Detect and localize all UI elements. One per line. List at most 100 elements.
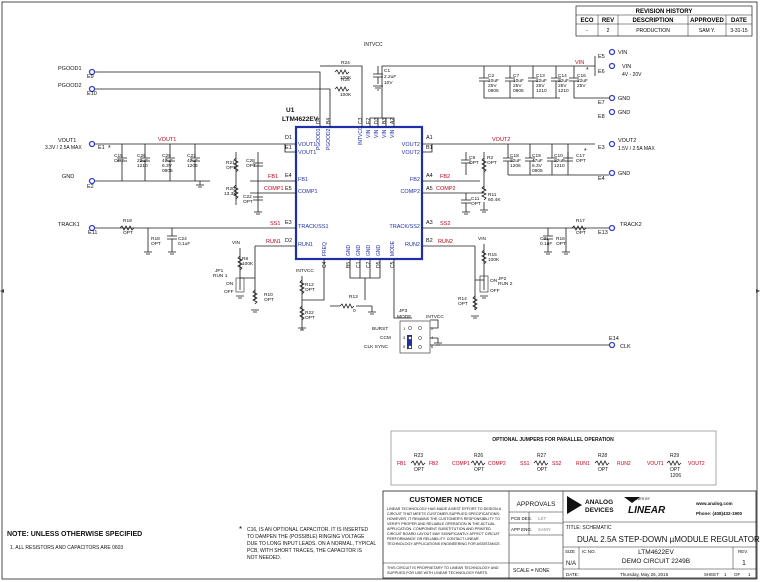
notes-line1: 1. ALL RESISTORS AND CAPACITORS ARE 0603	[10, 545, 123, 551]
power-by-label: POWER BY	[631, 497, 651, 501]
e10-ref: E10	[87, 91, 97, 97]
c17-star-icon: *	[584, 148, 587, 155]
e14-label: CLK	[620, 344, 631, 350]
r13-val: 0	[353, 308, 356, 314]
wires	[95, 56, 610, 247]
terminal-e5-icon[interactable]	[608, 48, 616, 56]
r24-ref: R24	[341, 60, 350, 66]
r12-val: OPT	[305, 287, 315, 293]
pin-num-c4: C4	[322, 261, 328, 268]
r18-val: OPT	[151, 241, 161, 247]
jp3-pin-1: 1	[403, 326, 406, 331]
intvcc-mode-label: INTVCC	[426, 314, 444, 320]
net-vin: VIN	[575, 60, 584, 66]
date-label: DATE:	[566, 572, 579, 577]
app-eng-value: SAMY	[538, 527, 551, 532]
c22-ref: C22	[243, 194, 252, 200]
terminal-e1-icon[interactable]	[88, 140, 96, 148]
terminal-e11-icon[interactable]	[88, 224, 96, 232]
net-comp1: COMP1	[264, 186, 284, 192]
e4-label: GND	[618, 171, 630, 177]
pin-vout1-b: VOUT1	[298, 150, 316, 156]
notice-line-2: CIRCUIT THAT MEETS CUSTOMER-SUPPLIED SPE…	[387, 512, 500, 516]
jp3-pin-6: 6	[431, 344, 434, 349]
left-nav-arrow-icon	[0, 289, 4, 293]
jp2-header-icon[interactable]	[479, 275, 489, 293]
notice-line-7: PERFORMANCE OR RELIABILITY. CONTACT LINE…	[387, 537, 479, 541]
r8-ref: R8	[242, 256, 248, 262]
net-run2: RUN2	[438, 239, 453, 245]
c14-v: 25V	[558, 83, 567, 89]
rev-cell-eco: -	[586, 28, 588, 34]
r12-ref: R12	[305, 282, 314, 288]
rev-cell-approved: SAM Y.	[699, 28, 715, 34]
e1-spec: 3.3V / 2.5A MAX	[45, 145, 82, 151]
jp3-opt-burst: BURST	[372, 326, 388, 332]
opt-left-run1: RUN1	[576, 461, 590, 467]
jp3-shunt-icon	[407, 335, 412, 349]
ic-left-pins: VOUT1 VOUT1 FB1 COMP1 TRACK/SS1 RUN1 D1 …	[285, 135, 329, 248]
date-value: Thursday, May 26, 2016	[620, 572, 669, 577]
pin-track-ss2: TRACK/SS2	[389, 224, 420, 230]
c23-pkg: 1206	[187, 163, 198, 169]
star-note-line-4: PCB, WITH SHORT TRACES, THE CAPACITOR IS	[247, 548, 363, 554]
net-intvcc-top: INTVCC	[364, 42, 383, 48]
opt-left-comp1: COMP1	[452, 461, 470, 467]
r10-val: OPT	[264, 297, 274, 303]
terminal-e7-icon[interactable]	[608, 94, 616, 102]
title-block: CUSTOMER NOTICE LINEAR TECHNOLOGY HAS MA…	[382, 490, 760, 579]
terminal-e3-icon[interactable]	[608, 140, 616, 148]
opt-right-run2: RUN2	[617, 461, 631, 467]
r14-symbol	[471, 295, 479, 319]
terminal-e8-icon[interactable]	[608, 108, 616, 116]
c28-ref: C28	[246, 158, 255, 164]
e11-label: TRACK1	[58, 222, 80, 228]
r25-ref: R25	[341, 77, 350, 83]
jp1-header-icon[interactable]	[235, 277, 245, 293]
star-note-line-2: TO DAMPEN THE (POSSIBLE) RINGING VOLTAGE	[247, 534, 365, 540]
net-comp2: COMP2	[436, 186, 456, 192]
notice-line-8: TECHNOLOGY APPLICATIONS ENGINEERING FOR …	[387, 542, 501, 546]
rev-value: 1	[742, 560, 746, 567]
c26-pkg: 1210	[137, 163, 148, 169]
intvcc-freq-label: INTVCC	[296, 268, 314, 274]
title-label: TITLE: SCHEMATIC	[566, 525, 612, 531]
terminal-e2-icon[interactable]	[88, 177, 96, 185]
c15-val: OPT	[114, 158, 124, 164]
ic-top-pins: PGOOD1 PGOOD2 INTVCC VIN VIN VIN VIN D4 …	[316, 117, 396, 150]
pin-num-a5: A5	[426, 186, 433, 192]
pin-num-b4: B4	[326, 118, 332, 124]
e3-label: VOUT2	[618, 138, 636, 144]
r8-symbol	[237, 255, 243, 271]
r11-ref: R11	[488, 192, 497, 198]
jp1-label: RUN 1	[213, 273, 228, 279]
net-vout1: VOUT1	[158, 137, 176, 143]
pin-gnd-3: GND	[366, 245, 372, 257]
icno-line-2: DEMO CIRCUIT 2249B	[622, 558, 690, 565]
jp3-label: MODE	[397, 314, 411, 320]
terminal-e14-icon[interactable]	[608, 341, 616, 349]
output2-components: C8 OPT R2 OPT C18 22uF 1206 C19 47uF 6.3…	[458, 144, 609, 319]
e6-label: VIN	[622, 64, 631, 70]
star-note-icon: *	[239, 525, 242, 534]
opt-right-fb2: FB2	[429, 461, 438, 467]
jp1-off: OFF	[224, 289, 234, 295]
c17-val: OPT	[576, 158, 586, 164]
jp3-header-icon[interactable]	[399, 320, 431, 354]
terminal-e13-icon[interactable]	[608, 224, 616, 232]
terminal-e10-icon[interactable]	[88, 85, 96, 93]
input-cap-bank	[479, 66, 609, 99]
r22-symbol	[298, 305, 306, 331]
opt-ref-r28: R28	[598, 453, 607, 459]
net-ss2: SS2	[440, 221, 450, 227]
run1-wire	[239, 246, 256, 300]
jp3-pin-2: 2	[431, 326, 434, 331]
jp2-label: RUN 2	[498, 281, 513, 287]
terminal-e9-icon[interactable]	[88, 68, 96, 76]
terminal-e4-icon[interactable]	[608, 169, 616, 177]
c8-val: OPT	[469, 160, 479, 166]
e1-ref: E1	[98, 145, 105, 151]
terminal-e6-icon[interactable]	[608, 62, 616, 70]
size-value: N/A	[566, 561, 576, 567]
pin-num-c1: C1	[356, 261, 362, 268]
